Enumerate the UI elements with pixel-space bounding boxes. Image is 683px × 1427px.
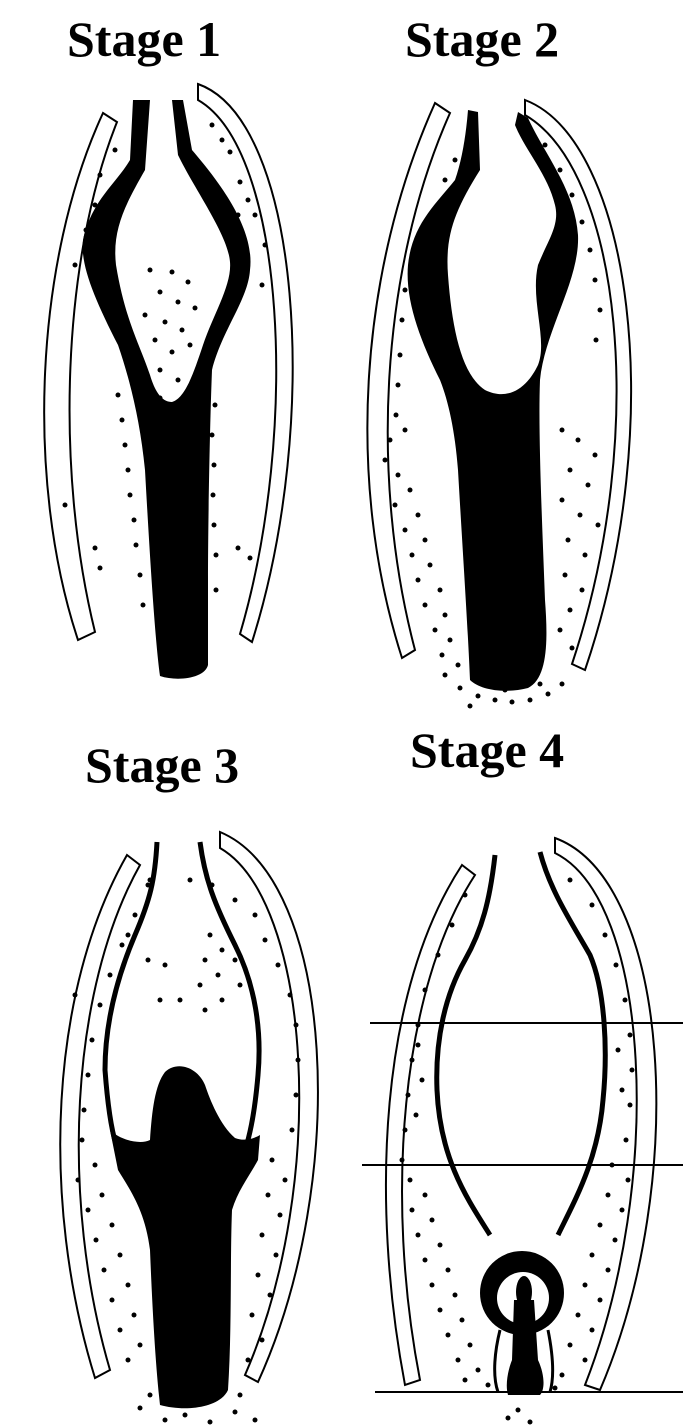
stage-2-dark-body xyxy=(408,110,578,691)
stage-4-left-wall xyxy=(437,855,495,1235)
stage-3-left-wall xyxy=(105,842,157,1150)
stage-2-left-sheath xyxy=(367,103,450,658)
stage-3-right-sheath xyxy=(220,832,318,1382)
stage-4-right-wall xyxy=(540,852,605,1235)
stage-1-figure xyxy=(44,84,292,679)
stage-4-left-sheath xyxy=(386,865,475,1385)
stage-2-figure xyxy=(367,100,631,709)
stage-4-figure xyxy=(362,838,683,1425)
stage-3-figure xyxy=(60,832,318,1425)
stage-3-dark-mass xyxy=(110,1066,260,1408)
stage-1-dark-body xyxy=(83,100,251,679)
